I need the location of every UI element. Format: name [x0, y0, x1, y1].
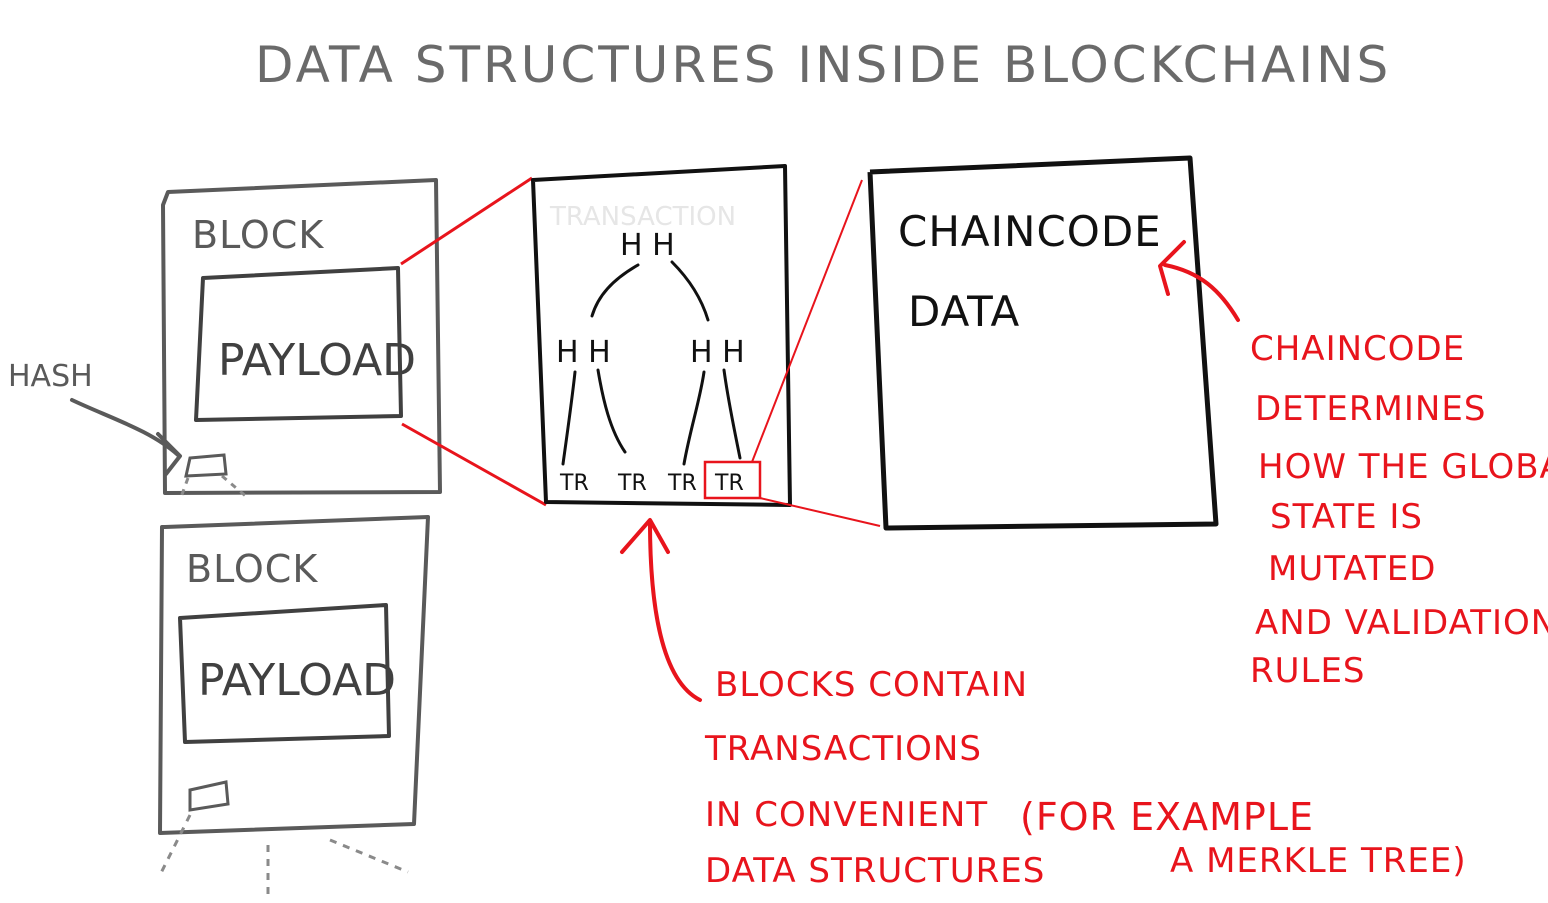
hash-label: HASH	[8, 359, 93, 394]
example-note: (FOR EXAMPLE A MERKLE TREE)	[1020, 795, 1467, 881]
block-bottom-hash-icon	[188, 780, 230, 812]
chaincode-note-line-2: DETERMINES	[1255, 389, 1486, 429]
merkle-leaf-1: TR	[559, 471, 589, 496]
chaincode-title: CHAINCODE	[898, 207, 1162, 256]
block-top: BLOCK PAYLOAD	[161, 178, 442, 501]
zoom-line-chaincode-top	[751, 179, 863, 463]
merkle-right-node: H H	[690, 335, 745, 370]
merkle-branches	[561, 260, 742, 466]
blocks-note-line-3: IN CONVENIENT	[705, 795, 988, 835]
block-top-hash-icon	[184, 453, 228, 478]
blocks-arrow	[648, 520, 702, 702]
block-bottom-payload-box	[178, 603, 391, 744]
blocks-note: BLOCKS CONTAIN TRANSACTIONS IN CONVENIEN…	[704, 665, 1045, 891]
chaincode-note-line-7: RULES	[1250, 651, 1366, 691]
chaincode-note-line-1: CHAINCODE	[1250, 329, 1465, 369]
transaction-box: TRANSACTION H H H H H H TR TR TR TR	[531, 164, 792, 507]
block-bottom-link-lines	[158, 814, 409, 895]
block-top-label: BLOCK	[192, 213, 324, 257]
hash-arrow	[70, 398, 180, 457]
transaction-faint-label: TRANSACTION	[549, 202, 736, 232]
chaincode-note-line-4: STATE IS	[1270, 497, 1423, 537]
blocks-note-line-1: BLOCKS CONTAIN	[715, 665, 1028, 705]
blocks-note-line-4: DATA STRUCTURES	[705, 851, 1045, 891]
highlighted-transaction	[703, 460, 762, 500]
merkle-leaf-3: TR	[667, 471, 697, 496]
zoom-line-chaincode-bottom	[759, 497, 881, 527]
chaincode-data-label: DATA	[908, 287, 1020, 336]
block-bottom: BLOCK PAYLOAD	[158, 515, 430, 895]
chaincode-arrow	[1163, 263, 1240, 322]
blocks-note-line-2: TRANSACTIONS	[704, 729, 982, 769]
zoom-line-top	[400, 176, 533, 266]
block-top-link-line	[178, 474, 249, 501]
diagram-title: DATA STRUCTURES INSIDE BLOCKCHAINS	[255, 36, 1391, 94]
chaincode-note-line-6: AND VALIDATION	[1255, 603, 1548, 643]
example-note-line-2: A MERKLE TREE)	[1170, 841, 1467, 881]
chaincode-frame	[867, 155, 1219, 531]
zoom-line-bottom	[401, 422, 547, 507]
block-bottom-frame	[158, 515, 430, 835]
chaincode-box: CHAINCODE DATA	[867, 155, 1219, 531]
merkle-root-node: H H	[620, 228, 675, 263]
chaincode-note: CHAINCODE DETERMINES HOW THE GLOBAL STAT…	[1250, 329, 1548, 691]
block-bottom-label: BLOCK	[186, 547, 318, 591]
blocks-arrow-head	[620, 518, 670, 554]
hash-arrow-head	[156, 432, 182, 476]
chaincode-note-line-5: MUTATED	[1268, 549, 1436, 589]
block-bottom-payload-label: PAYLOAD	[198, 655, 396, 706]
merkle-leaf-4: TR	[714, 471, 744, 496]
chaincode-note-line-3: HOW THE GLOBAL	[1258, 447, 1548, 487]
example-note-line-1: (FOR EXAMPLE	[1020, 795, 1314, 839]
chaincode-arrow-head	[1158, 240, 1186, 296]
merkle-leaf-2: TR	[617, 471, 647, 496]
block-top-payload-label: PAYLOAD	[218, 335, 416, 386]
merkle-left-node: H H	[556, 335, 611, 370]
block-top-payload-box	[194, 266, 403, 422]
